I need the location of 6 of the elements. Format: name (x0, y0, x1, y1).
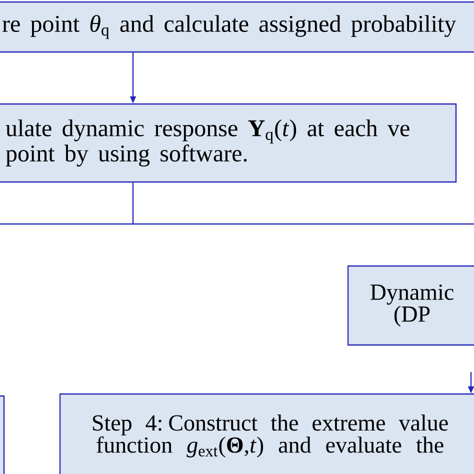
process-box (0, 395, 5, 474)
process-box: ulate dynamic response Y$_{q}$(t) at each ve point by using software. (0, 103, 457, 183)
process-box: Step 4: Construct the extreme value function g$_{ext}$(Θ,t) and evaluate the (59, 393, 474, 474)
process-box: re point θ$_{q}$ and calculate assigned probability (0, 1, 474, 53)
connector-line (0, 182, 474, 225)
process-box: Dynamic (DP (347, 265, 474, 346)
